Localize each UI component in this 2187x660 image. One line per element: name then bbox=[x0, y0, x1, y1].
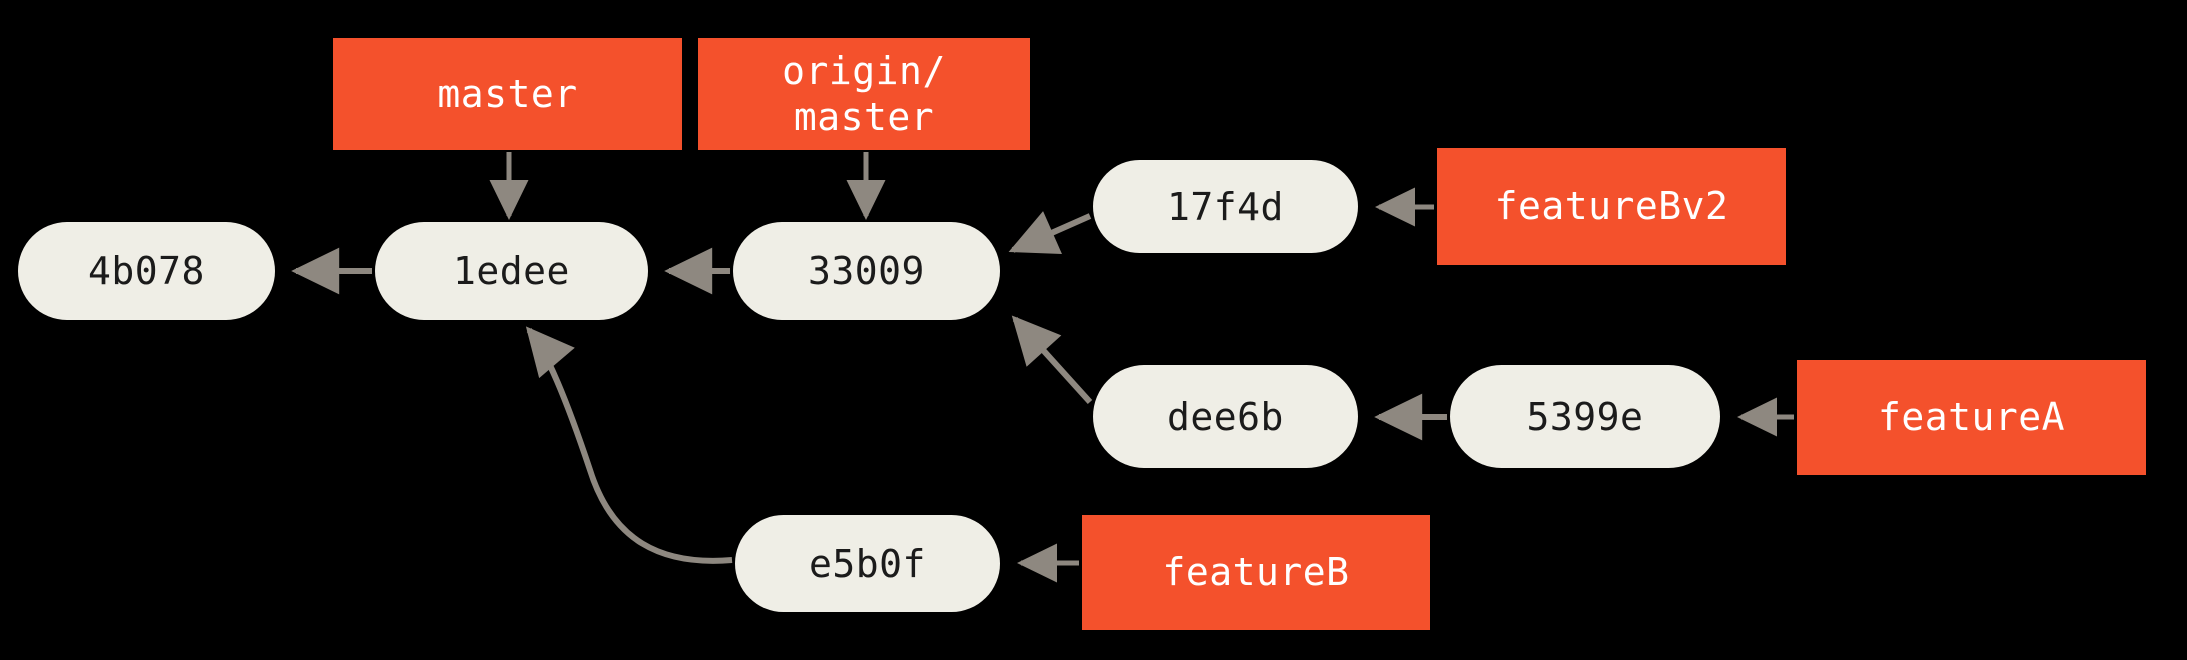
commit-label: 33009 bbox=[808, 249, 925, 293]
commit-node-33009[interactable]: 33009 bbox=[733, 222, 1000, 320]
ref-label-text: featureA bbox=[1877, 395, 2066, 440]
commit-label: 4b078 bbox=[88, 249, 205, 293]
edge-dee6b-to-33009 bbox=[1011, 315, 1093, 405]
commit-label: e5b0f bbox=[809, 541, 926, 586]
commit-node-e5b0f[interactable]: e5b0f bbox=[735, 515, 1000, 612]
commit-node-1edee[interactable]: 1edee bbox=[375, 222, 648, 320]
ref-label-origin-master[interactable]: origin/ master bbox=[698, 38, 1030, 150]
ref-label-featureBv2[interactable]: featureBv2 bbox=[1437, 148, 1786, 265]
commit-node-4b078[interactable]: 4b078 bbox=[18, 222, 275, 320]
commit-label: dee6b bbox=[1167, 394, 1284, 439]
commit-label: 1edee bbox=[453, 249, 570, 293]
commit-label: 17f4d bbox=[1167, 184, 1284, 229]
ref-label-text: origin/ master bbox=[782, 48, 946, 139]
edge-e5b0f-to-1edee bbox=[525, 326, 733, 564]
commit-node-dee6b[interactable]: dee6b bbox=[1093, 365, 1358, 468]
commit-node-5399e[interactable]: 5399e bbox=[1450, 365, 1720, 468]
edge-17f4d-to-33009 bbox=[1008, 211, 1092, 254]
ref-label-master[interactable]: master bbox=[333, 38, 682, 150]
commit-label: 5399e bbox=[1526, 394, 1644, 439]
ref-label-text: featureB bbox=[1162, 550, 1350, 595]
ref-label-text: master bbox=[437, 71, 578, 116]
commit-node-17f4d[interactable]: 17f4d bbox=[1093, 160, 1358, 253]
ref-label-featureB[interactable]: featureB bbox=[1082, 515, 1430, 630]
ref-label-text: featureBv2 bbox=[1494, 184, 1729, 229]
ref-label-featureA[interactable]: featureA bbox=[1797, 360, 2146, 475]
